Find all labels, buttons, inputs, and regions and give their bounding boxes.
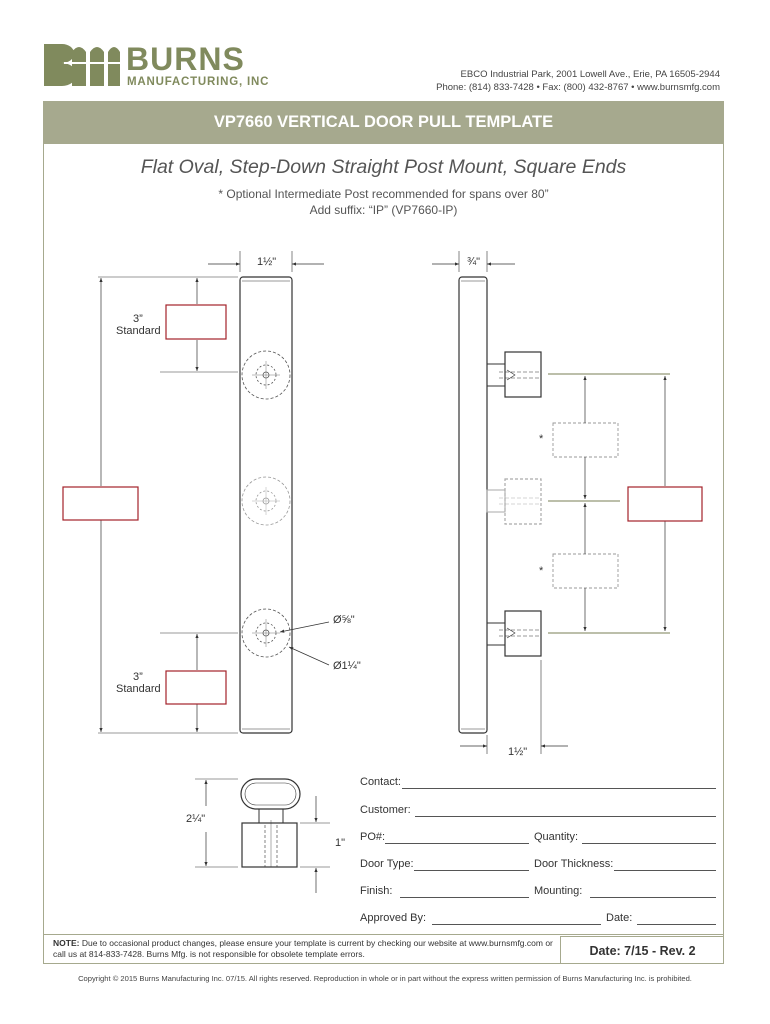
front-width-label: 1½" — [257, 256, 277, 268]
front-pull-bar — [239, 276, 293, 734]
note-text: Due to occasional product changes, pleas… — [53, 938, 553, 959]
company-address: EBCO Industrial Park, 2001 Lowell Ave., … — [460, 69, 720, 80]
contact-field[interactable] — [402, 788, 716, 789]
center-to-center-box — [627, 486, 703, 522]
customer-label: Customer: — [360, 804, 411, 816]
template-note: NOTE: Due to occasional product changes,… — [53, 938, 558, 960]
bottom-standard-box — [165, 670, 227, 705]
note-label: NOTE: — [53, 938, 80, 948]
mounting-label: Mounting: — [534, 885, 583, 897]
side-pull-bar — [458, 276, 488, 734]
front-view — [62, 251, 330, 734]
door-type-field[interactable] — [414, 870, 529, 871]
template-title-banner: VP7660 VERTICAL DOOR PULL TEMPLATE — [43, 101, 724, 144]
top-standard-label: Standard — [116, 325, 161, 337]
optional-span-box-bottom — [552, 553, 619, 589]
top-standard-value: 3” — [133, 313, 143, 325]
approved-by-field[interactable] — [432, 924, 601, 925]
revision-date-box: Date: 7/15 - Rev. 2 — [560, 936, 724, 964]
detail-height-label: 2¼" — [186, 813, 206, 825]
logo-subname: MANUFACTURING, INC — [127, 76, 270, 88]
large-hole-label: Ø1¼" — [333, 660, 361, 672]
finish-label: Finish: — [360, 885, 393, 897]
copyright-notice: Copyright © 2015 Burns Manufacturing Inc… — [78, 974, 692, 983]
revision-date: Date: 7/15 - Rev. 2 — [589, 943, 696, 958]
top-standard-box — [165, 304, 227, 340]
customer-field[interactable] — [415, 816, 716, 817]
template-title: VP7660 VERTICAL DOOR PULL TEMPLATE — [213, 113, 554, 131]
mounting-field[interactable] — [590, 897, 716, 898]
footer-divider — [43, 934, 724, 935]
hole-top — [241, 350, 291, 400]
template-subtitle: Flat Oval, Step-Down Straight Post Mount… — [140, 156, 627, 178]
bottom-standard-value: 3” — [133, 671, 143, 683]
intermediate-post-note: * Optional Intermediate Post recommended… — [218, 187, 549, 201]
company-info: EBCO Industrial Park, 2001 Lowell Ave., … — [436, 69, 720, 94]
small-hole-label: Ø⅝" — [333, 614, 355, 626]
door-thickness-field[interactable] — [614, 870, 716, 871]
po-label: PO#: — [360, 831, 386, 843]
door-type-label: Door Type: — [360, 858, 414, 870]
optional-span-box-top — [552, 422, 619, 458]
hole-bottom — [241, 608, 291, 658]
burns-logo-mark-icon — [44, 44, 120, 86]
finish-field[interactable] — [400, 897, 529, 898]
overall-length-box — [62, 486, 139, 521]
quantity-label: Quantity: — [534, 831, 579, 843]
hole-middle — [241, 476, 291, 526]
contact-label: Contact: — [360, 776, 401, 788]
date-label: Date: — [606, 912, 633, 924]
suffix-note: Add suffix: “IP” (VP7660-IP) — [309, 203, 458, 217]
company-contact: Phone: (814) 833-7428 • Fax: (800) 432-8… — [436, 81, 720, 93]
quantity-field[interactable] — [582, 843, 716, 844]
approved-by-label: Approved By: — [360, 912, 427, 924]
side-view — [432, 251, 703, 754]
bottom-standard-label: Standard — [116, 683, 161, 695]
side-width-label: ¾" — [467, 256, 481, 268]
post-detail-view — [195, 778, 330, 893]
door-thickness-label: Door Thickness: — [534, 858, 614, 870]
po-field[interactable] — [385, 843, 529, 844]
detail-post-label: 1" — [335, 837, 346, 849]
date-field[interactable] — [637, 924, 716, 925]
asterisk-top: * — [539, 433, 544, 445]
post-depth-label: 1½" — [508, 746, 528, 758]
logo-name: BURNS — [126, 41, 245, 77]
asterisk-bottom: * — [539, 565, 544, 577]
